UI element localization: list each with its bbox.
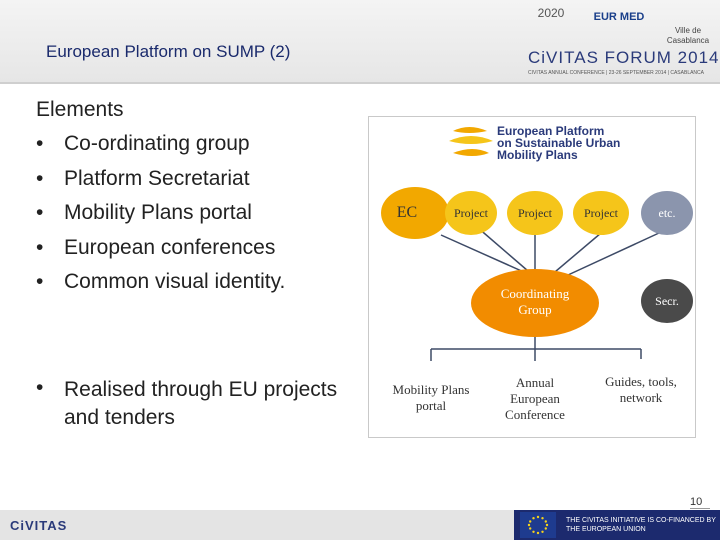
- cofinanced-text: THE CIVITAS INITIATIVE IS CO-FINANCED BY…: [566, 517, 716, 533]
- list-item-text: Mobility Plans portal: [64, 201, 252, 224]
- logo-euromed: EUR MED: [593, 11, 645, 23]
- conference-label: Annual European Conference: [505, 375, 565, 422]
- guides-node: [589, 359, 693, 419]
- list-item: • European conferences: [36, 236, 285, 271]
- list-item: • Common visual identity.: [36, 270, 285, 305]
- forum-title: CiVITAS FORUM 2014: [528, 48, 720, 67]
- bullet-icon: •: [36, 201, 44, 224]
- logo-line: European Platform: [497, 124, 605, 138]
- bullet-icon: •: [36, 166, 44, 190]
- portal-label: Mobility Plans portal: [392, 382, 470, 413]
- list-item-text: Co-ordinating group: [64, 132, 250, 155]
- elements-heading: Elements: [36, 98, 124, 121]
- page-number-rule: [690, 508, 710, 509]
- bullet-icon: •: [36, 132, 44, 155]
- ec-node: [381, 187, 449, 239]
- coordinating-group-label: Coordinating Group: [500, 286, 570, 317]
- secretariat-label: Secr.: [655, 294, 679, 308]
- eu-stars-icon: [527, 515, 549, 535]
- footer-civitas-logo: CiVITAS: [10, 518, 68, 533]
- project-label: Project: [584, 206, 618, 220]
- page-number: 10: [690, 496, 703, 508]
- list-item-text: Platform Secretariat: [64, 166, 250, 190]
- platform-logo-text: European Platform on Sustainable Urban M…: [497, 125, 693, 161]
- forum-subtitle: CIVITAS ANNUAL CONFERENCE | 23-26 SEPTEM…: [528, 70, 704, 76]
- project-label: Project: [518, 206, 552, 220]
- logo-ville-casablanca: Ville de Casablanca: [666, 26, 710, 45]
- project-node: [445, 191, 497, 235]
- list-item: • Mobility Plans portal: [36, 201, 285, 236]
- portal-node: [377, 363, 485, 435]
- conference-node: [483, 363, 587, 435]
- list-item-text: European conferences: [64, 235, 276, 259]
- diagram-shapes: [377, 127, 693, 435]
- list-item: • Platform Secretariat: [36, 167, 285, 202]
- list-item-text: Common visual identity.: [64, 270, 286, 293]
- etc-node: [641, 191, 693, 235]
- bullet-icon: •: [36, 376, 44, 399]
- guides-label: Guides, tools, network: [605, 374, 677, 405]
- header-bar: [0, 0, 720, 82]
- list-item: • Co-ordinating group: [36, 132, 285, 167]
- slide-title: European Platform on SUMP (2): [46, 42, 291, 61]
- logo-2020: 2020: [537, 6, 565, 20]
- etc-label: etc.: [658, 206, 676, 220]
- coordinating-group-node: [471, 269, 599, 337]
- partner-logos: 2020 EUR MED Ville de Casablanca: [528, 6, 714, 45]
- project-node: [573, 191, 629, 235]
- logo-line: on Sustainable Urban: [497, 136, 621, 150]
- platform-logo-icon: [449, 127, 493, 156]
- logo-line: Mobility Plans: [497, 148, 578, 162]
- secretariat-node: [641, 279, 693, 323]
- realised-text: Realised through EU projects and tenders: [64, 378, 338, 429]
- eu-flag-icon: [520, 512, 556, 538]
- header-divider: [0, 82, 720, 84]
- bullet-icon: •: [36, 235, 44, 259]
- project-node: [507, 191, 563, 235]
- ec-label: EC: [396, 204, 418, 221]
- bullet-icon: •: [36, 270, 44, 293]
- elements-list: • Co-ordinating group • Platform Secretari…: [36, 132, 285, 305]
- platform-diagram: European Platform on Sustainable Urban M…: [368, 116, 696, 438]
- project-label: Project: [454, 206, 488, 220]
